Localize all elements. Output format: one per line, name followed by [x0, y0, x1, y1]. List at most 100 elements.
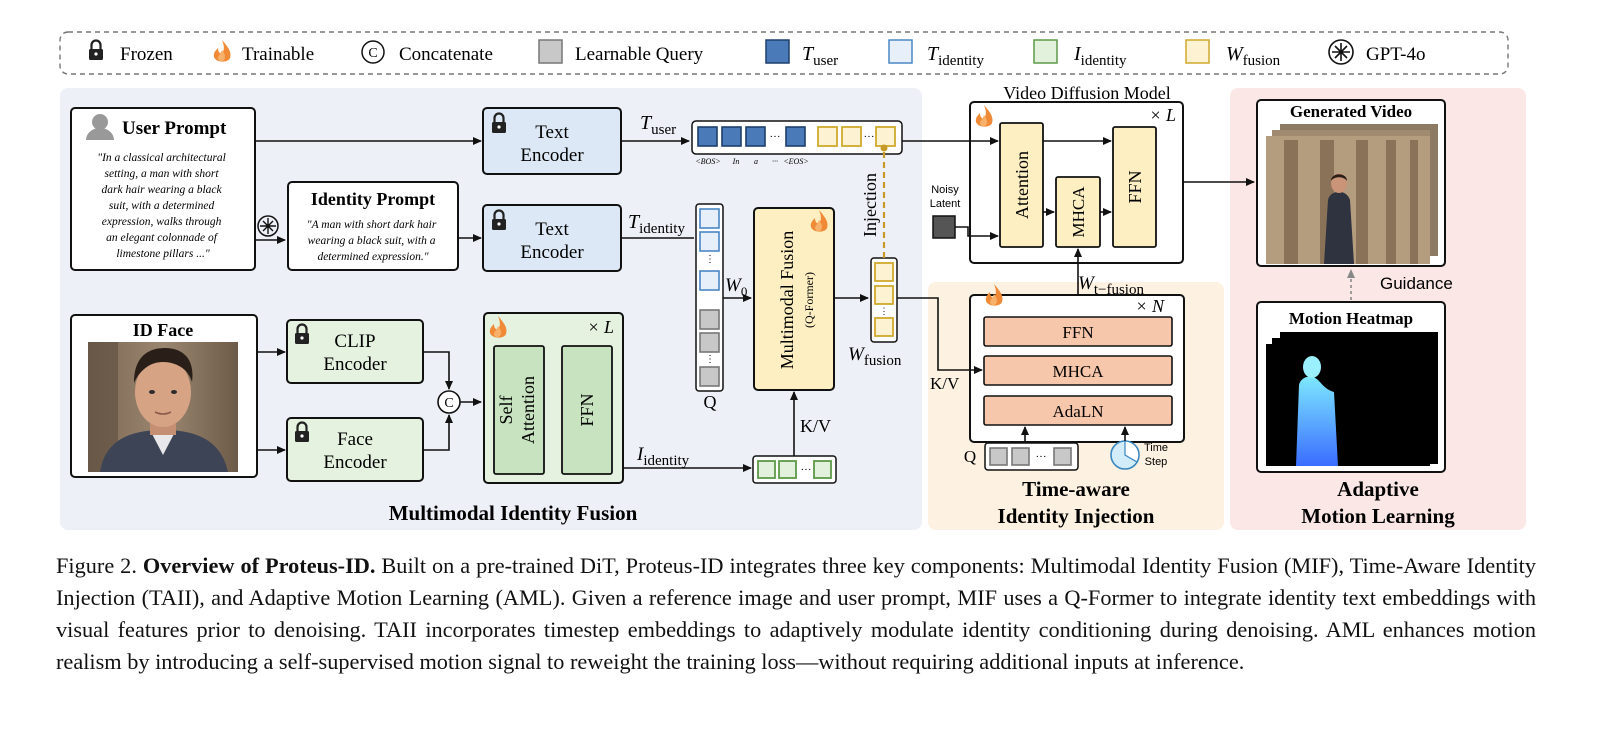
taii-ffn-block	[983, 316, 1173, 347]
text-encoder-2-label: Text	[535, 219, 569, 240]
fusion-block-sublabel: (Q-Former)	[802, 272, 816, 328]
t-user-swatch	[765, 39, 790, 64]
taii-query-tokens: ···	[984, 442, 1079, 471]
user-prompt-text: "In a classical architectural setting, a…	[97, 152, 229, 260]
identity-transformer-block: × L Self Attention FFN	[483, 312, 624, 484]
aml-title-line1: Adaptive	[1337, 477, 1419, 501]
vdm-times-l: × L	[1149, 105, 1176, 125]
taii-adaln-block	[983, 395, 1173, 426]
face-encoder-label-2: Encoder	[323, 452, 387, 473]
generated-video-box: Generated Video	[1256, 99, 1446, 267]
mif-title: Multimodal Identity Fusion	[389, 501, 638, 525]
token-label-in: In	[732, 157, 740, 166]
guidance-label: Guidance	[1380, 274, 1453, 293]
arrow-latent-to-attention	[955, 226, 999, 240]
identity-prompt-title: Identity Prompt	[311, 189, 435, 209]
taii-title-line1: Time-aware	[1022, 477, 1130, 501]
clip-encoder-label: CLIP	[334, 331, 375, 352]
taii-title-line2: Identity Injection	[998, 504, 1155, 528]
legend-i-identity: Iidentity	[1073, 43, 1127, 69]
text-encoder-2-label-2: Encoder	[520, 242, 584, 263]
w-fusion-token-column: ⋮	[870, 257, 898, 343]
identity-prompt-text: "A man with short dark hair wearing a bl…	[307, 219, 439, 263]
ffn-block	[561, 345, 613, 475]
motion-heatmap-title: Motion Heatmap	[1289, 309, 1413, 328]
caption-label: Figure 2.	[56, 553, 137, 578]
token-dots: ···	[864, 131, 875, 143]
gpt-icon	[257, 215, 279, 237]
self-attention-label: Self	[496, 395, 516, 424]
figure-caption: Figure 2. Overview of Proteus-ID. Built …	[56, 550, 1536, 678]
time-step-label-2: Step	[1145, 456, 1168, 468]
vdm-title: Video Diffusion Model	[1003, 83, 1171, 103]
arrow-clip-to-concat	[423, 351, 453, 390]
flame-icon	[213, 40, 231, 62]
legend-learnable-query: Learnable Query	[575, 44, 704, 65]
ffn-label: FFN	[577, 393, 597, 426]
caption-title: Overview of Proteus-ID.	[142, 553, 376, 578]
t-identity-swatch	[888, 39, 913, 64]
t-user-label: Tuser	[640, 112, 676, 138]
text-encoder-1-label-2: Encoder	[520, 145, 584, 166]
vdm-mhca-label: MHCA	[1069, 186, 1088, 238]
legend-gpt: GPT-4o	[1366, 44, 1425, 65]
fusion-block-label: Multimodal Fusion	[777, 231, 797, 370]
text-encoder-1-label: Text	[535, 122, 569, 143]
legend-frozen: Frozen	[120, 44, 173, 65]
motion-heatmap-frames	[1266, 332, 1438, 466]
face-photo	[88, 342, 238, 472]
token-dots: ⋮	[705, 354, 715, 365]
legend-t-user: Tuser	[802, 43, 838, 69]
legend-trainable: Trainable	[242, 44, 314, 65]
vdm-attention-label: Attention	[1012, 151, 1032, 219]
token-labels: <BOS> In a ··· <EOS>	[695, 157, 808, 166]
aml-title-line2: Motion Learning	[1301, 504, 1455, 528]
token-dots: ⋮	[705, 254, 715, 265]
identity-prompt-box: Identity Prompt "A man with short dark h…	[287, 181, 459, 271]
token-dots: ···	[1036, 451, 1047, 463]
lock-icon	[87, 39, 105, 62]
mif-panel	[60, 88, 922, 530]
w-t-fusion-label: Wt−fusion	[1078, 273, 1144, 298]
concat-icon	[361, 40, 385, 64]
legend-concatenate: Concatenate	[399, 44, 493, 65]
concat-symbol: C	[368, 46, 377, 61]
gpt-icon	[1328, 39, 1354, 65]
i-identity-label: Iidentity	[636, 444, 690, 469]
w-fusion-swatch	[1185, 39, 1210, 64]
injection-label: Injection	[860, 173, 880, 237]
noisy-latent-label-2: Latent	[930, 198, 961, 210]
t-user-token-sequence: ··· ···	[691, 120, 903, 155]
user-prompt-title: User Prompt	[122, 118, 227, 139]
taii-kv-label: K/V	[930, 374, 960, 393]
t-identity-label: Tidentity	[628, 211, 685, 237]
token-label-bos: <BOS>	[695, 157, 720, 166]
concat-node: C	[437, 390, 461, 414]
token-label-dots: ···	[772, 157, 778, 166]
q-label: Q	[704, 392, 717, 412]
text-encoder-1: Text Encoder	[482, 107, 622, 175]
generated-video-frames	[1266, 124, 1438, 264]
taii-mhca-block	[983, 355, 1173, 386]
legend-t-identity: Tidentity	[927, 43, 984, 69]
query-token-column: ⋮ ⋮	[695, 203, 724, 392]
clip-encoder-label-2: Encoder	[323, 354, 387, 375]
taii-adaln-label: AdaLN	[1053, 402, 1104, 421]
noisy-latent-square	[932, 215, 956, 239]
multimodal-fusion-block: Multimodal Fusion (Q-Former)	[753, 207, 835, 391]
transformer-times-l: × L	[587, 317, 614, 337]
vdm-ffn-label: FFN	[1125, 170, 1145, 203]
user-avatar-icon	[86, 114, 114, 140]
user-prompt-box: User Prompt "In a classical architectura…	[70, 107, 256, 271]
motion-heatmap-box: Motion Heatmap	[1256, 301, 1446, 473]
taii-q-label: Q	[964, 447, 976, 466]
taii-times-n: × N	[1135, 296, 1165, 316]
learnable-query-swatch	[538, 39, 563, 64]
face-encoder: Face Encoder	[286, 417, 424, 482]
noisy-latent-label: Noisy	[931, 184, 959, 196]
clip-encoder: CLIP Encoder	[286, 319, 424, 384]
id-face-box: ID Face	[70, 314, 258, 478]
token-dots: ⋮	[880, 306, 889, 316]
self-attention-block	[493, 345, 545, 475]
arrow-wfusion-to-taii	[897, 297, 983, 374]
